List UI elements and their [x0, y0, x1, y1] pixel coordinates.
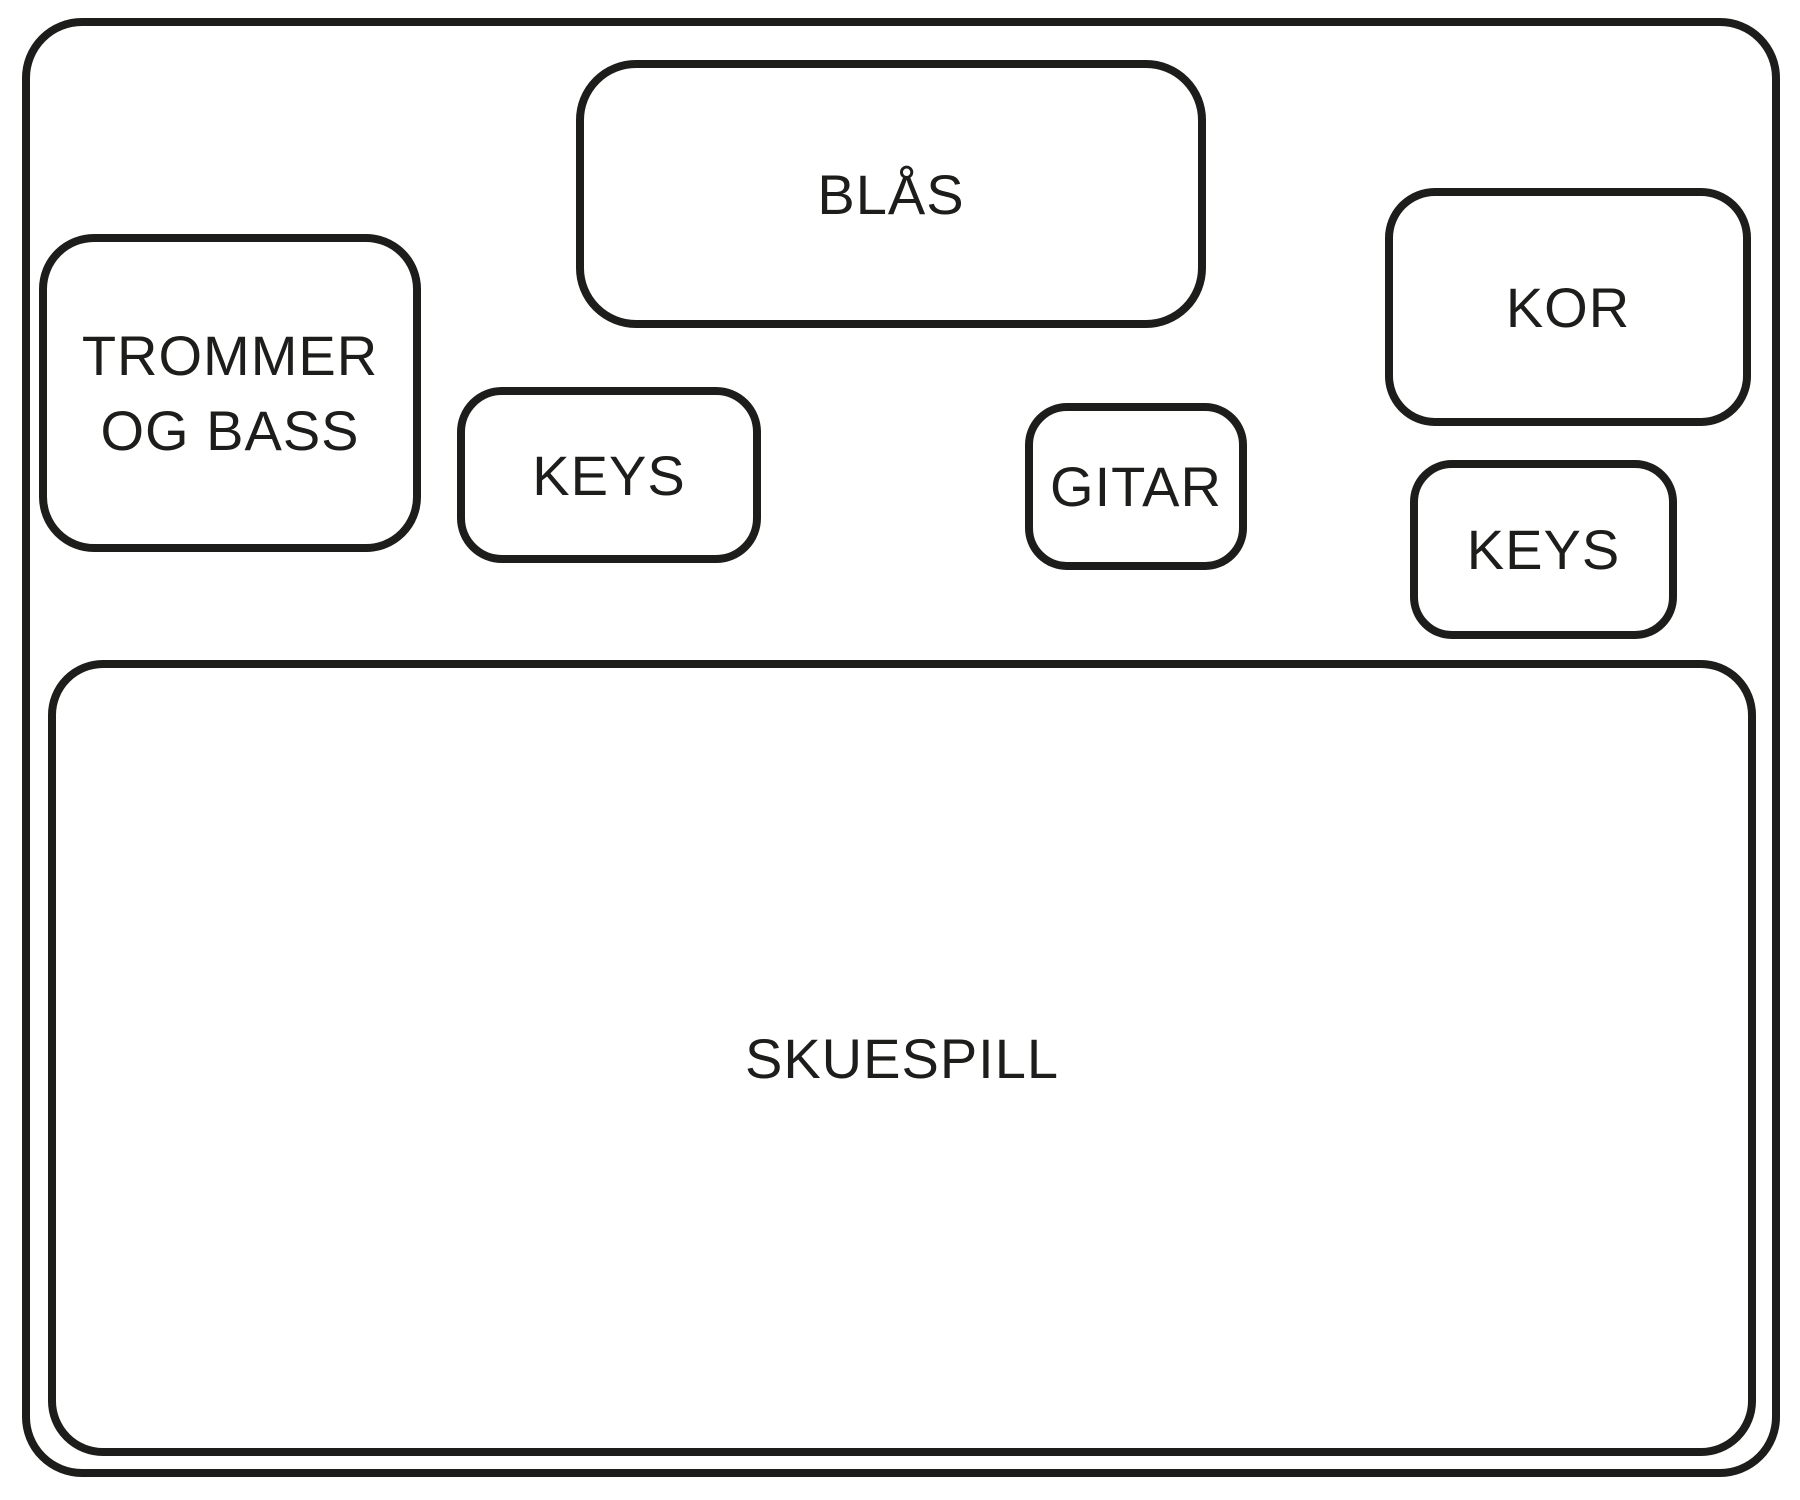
zone-gitar: GITAR — [1025, 403, 1247, 570]
zone-keys-left-label: KEYS — [532, 443, 686, 507]
zone-trommer-og-bass-label-line1: TROMMER — [81, 324, 379, 387]
zone-blas: BLÅS — [576, 60, 1206, 328]
stage-outline — [22, 18, 1780, 1477]
zone-kor-label: KOR — [1505, 275, 1631, 339]
zone-kor: KOR — [1385, 188, 1751, 426]
zone-keys-right: KEYS — [1410, 460, 1677, 639]
zone-skuespill: SKUESPILL — [48, 660, 1756, 1456]
zone-trommer-og-bass-label-line2: OG BASS — [100, 399, 360, 462]
zone-skuespill-label: SKUESPILL — [744, 1026, 1060, 1090]
zone-gitar-label: GITAR — [1050, 455, 1222, 518]
zone-blas-label: BLÅS — [817, 162, 965, 226]
zone-trommer-og-bass: TROMMER OG BASS — [39, 234, 421, 552]
zone-keys-left: KEYS — [457, 387, 761, 563]
zone-keys-right-label: KEYS — [1466, 518, 1621, 581]
